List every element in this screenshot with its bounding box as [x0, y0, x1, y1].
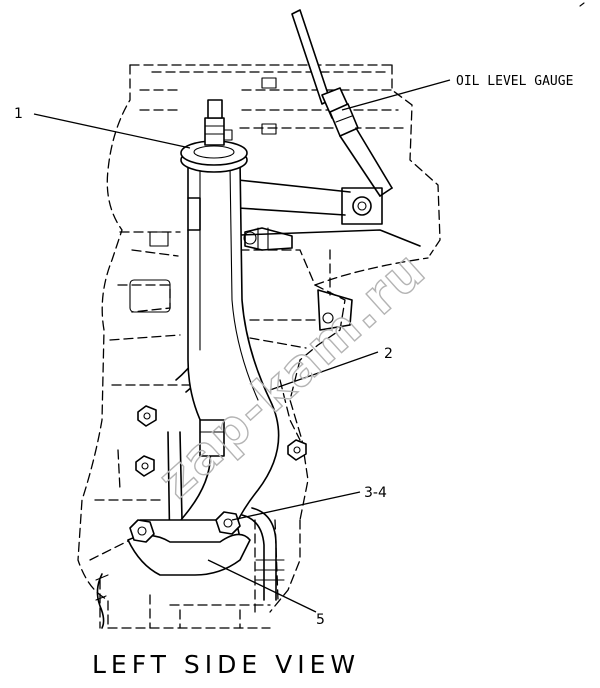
callout-3-4: 3-4: [364, 485, 387, 501]
leader-3-4: [231, 491, 361, 521]
callout-1: 1: [14, 106, 23, 122]
callout-oil-level-gauge: OIL LEVEL GAUGE: [456, 74, 573, 89]
leader-oil-gauge: [341, 79, 451, 111]
callout-2: 2: [384, 346, 393, 362]
callout-5: 5: [316, 612, 325, 628]
leader-5: [207, 559, 317, 613]
callouts: 1 OIL LEVEL GAUGE 2 3-4 5: [14, 74, 573, 628]
corner-mark: [579, 2, 585, 7]
leader-2: [269, 351, 379, 391]
leader-1: [33, 113, 191, 149]
oil-level-gauge: [291, 9, 393, 197]
oil-filler-tube: [127, 99, 280, 576]
leader-lines: [33, 79, 451, 613]
view-caption: LEFT SIDE VIEW: [92, 650, 360, 679]
